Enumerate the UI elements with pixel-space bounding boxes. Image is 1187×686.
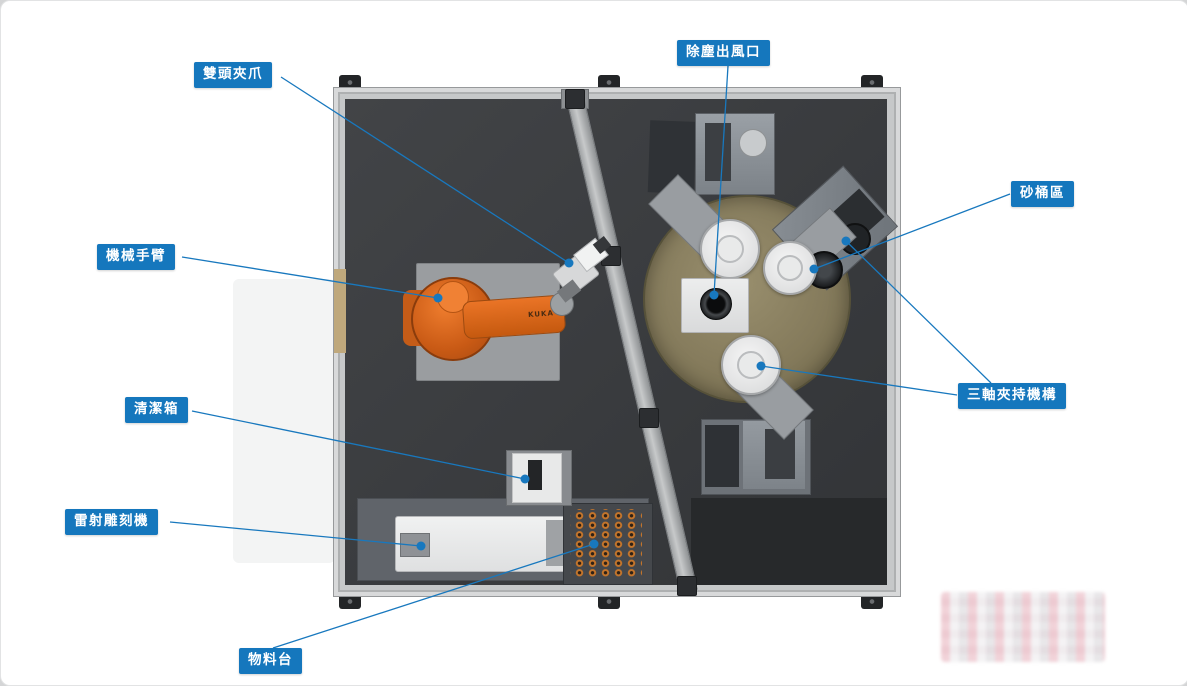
- clamp-fixture-right-center: [777, 255, 803, 281]
- clamp-unit-top-motor: [739, 129, 767, 157]
- label-cleaning-box: 清潔箱: [125, 397, 188, 423]
- clamp-unit-bottom-dark: [705, 425, 739, 487]
- material-tray-dots: [570, 509, 642, 577]
- watermark: [941, 592, 1105, 662]
- dust-outlet-hole: [700, 288, 732, 320]
- rail-joint: [565, 89, 585, 109]
- robot-brand-text: KUKA: [527, 309, 555, 320]
- label-sand-bucket-area: 砂桶區: [1011, 181, 1074, 207]
- clamp-unit-bottom-slot: [765, 429, 795, 479]
- cleaning-box-slot: [528, 460, 542, 490]
- mounting-tab: [861, 594, 883, 609]
- mounting-tab: [598, 594, 620, 609]
- label-dust-outlet: 除塵出風口: [677, 40, 770, 66]
- label-material-table: 物料台: [239, 648, 302, 674]
- label-double-head-gripper: 雙頭夾爪: [194, 62, 272, 88]
- floor-recess: [691, 498, 887, 585]
- clamp-fixture-top-center: [716, 235, 744, 263]
- label-laser-engraver: 雷射雕刻機: [65, 509, 158, 535]
- rail-joint: [677, 576, 697, 596]
- label-robot-arm: 機械手臂: [97, 244, 175, 270]
- side-table: [233, 279, 335, 563]
- rail-joint: [639, 408, 659, 428]
- clamp-fixture-bottom-center: [737, 351, 765, 379]
- mounting-tab: [598, 75, 620, 90]
- door-hinge: [334, 269, 346, 353]
- laser-engraver-head: [400, 533, 430, 557]
- clamp-unit-top-slot: [705, 123, 731, 181]
- label-three-axis-clamp: 三軸夾持機構: [958, 383, 1066, 409]
- mounting-tab: [861, 75, 883, 90]
